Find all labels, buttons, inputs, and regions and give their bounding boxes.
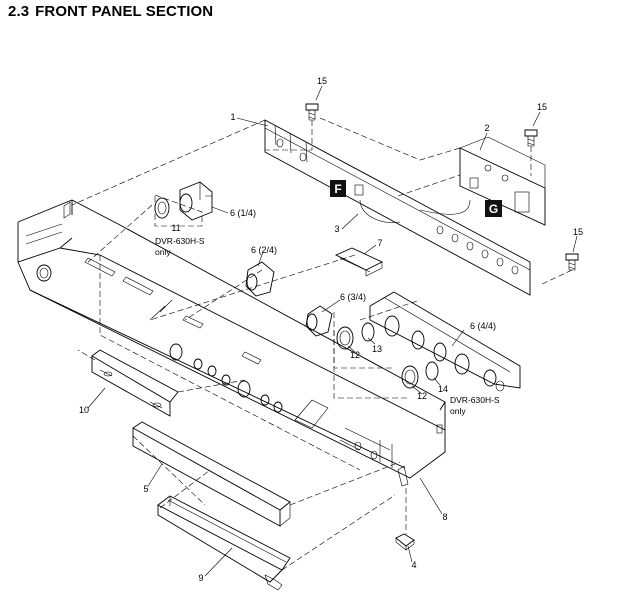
part-5-cover-plate	[132, 421, 291, 527]
section-number: 2.3	[8, 3, 30, 20]
label-6-3: 6 (3/4)	[340, 292, 366, 302]
label-6-4: 6 (4/4)	[470, 321, 496, 331]
connector-marker-g: G	[485, 200, 502, 217]
model-note-upper: DVR-630H-S only	[155, 236, 205, 257]
label-4: 4	[411, 560, 416, 570]
part-11-lens	[154, 197, 170, 219]
screw-15-right-top	[524, 129, 538, 147]
label-1: 1	[230, 112, 235, 122]
label-11: 11	[171, 223, 180, 233]
label-7: 7	[377, 238, 382, 248]
part-12-13-lenses	[336, 322, 439, 389]
part-number-labels: 15 1 15 2 15 3 7 6 (1/4) 6 (2/4) 6 (3/4)…	[79, 76, 583, 583]
part-7-bracket	[334, 247, 384, 277]
label-6-1: 6 (1/4)	[230, 208, 256, 218]
section-title: FRONT PANEL SECTION	[35, 3, 214, 20]
model-note-upper-line1: DVR-630H-S	[155, 236, 205, 246]
model-note-lower: DVR-630H-S only	[450, 395, 500, 416]
marker-f-label: F	[334, 182, 341, 196]
part-9-door	[157, 495, 291, 591]
part-6-switch-2	[245, 261, 275, 297]
label-15-right-top: 15	[537, 102, 547, 112]
label-6-2: 6 (2/4)	[251, 245, 277, 255]
part-1-pcb-strip	[264, 119, 531, 296]
label-15-top: 15	[317, 76, 327, 86]
screw-15-right-bottom	[565, 253, 579, 271]
assembly-guide-lines	[71, 117, 573, 571]
label-8: 8	[442, 512, 447, 522]
part-4-foot	[395, 533, 415, 551]
part-6-switch-1	[179, 181, 213, 221]
label-2: 2	[484, 123, 489, 133]
section-heading: 2.3 FRONT PANEL SECTION	[8, 3, 213, 20]
part-2-board	[419, 136, 546, 226]
leader-lines	[87, 85, 578, 577]
connector-marker-f: F	[330, 180, 346, 197]
model-note-lower-line1: DVR-630H-S	[450, 395, 500, 405]
label-12-upper: 12	[350, 350, 360, 360]
label-12-lower: 12	[417, 391, 427, 401]
part-10-rail	[91, 349, 179, 417]
label-3: 3	[334, 224, 339, 234]
label-9: 9	[198, 573, 203, 583]
part-6-switch-4	[369, 291, 521, 392]
screw-15-top	[305, 103, 319, 121]
model-note-lower-line2: only	[450, 406, 466, 416]
label-13: 13	[372, 344, 382, 354]
model-note-upper-line2: only	[155, 247, 171, 257]
label-15-right-bottom: 15	[573, 227, 583, 237]
label-14: 14	[438, 384, 448, 394]
part-6-switch-3	[305, 305, 333, 337]
label-10: 10	[79, 405, 89, 415]
label-5: 5	[143, 484, 148, 494]
marker-g-label: G	[489, 202, 498, 216]
